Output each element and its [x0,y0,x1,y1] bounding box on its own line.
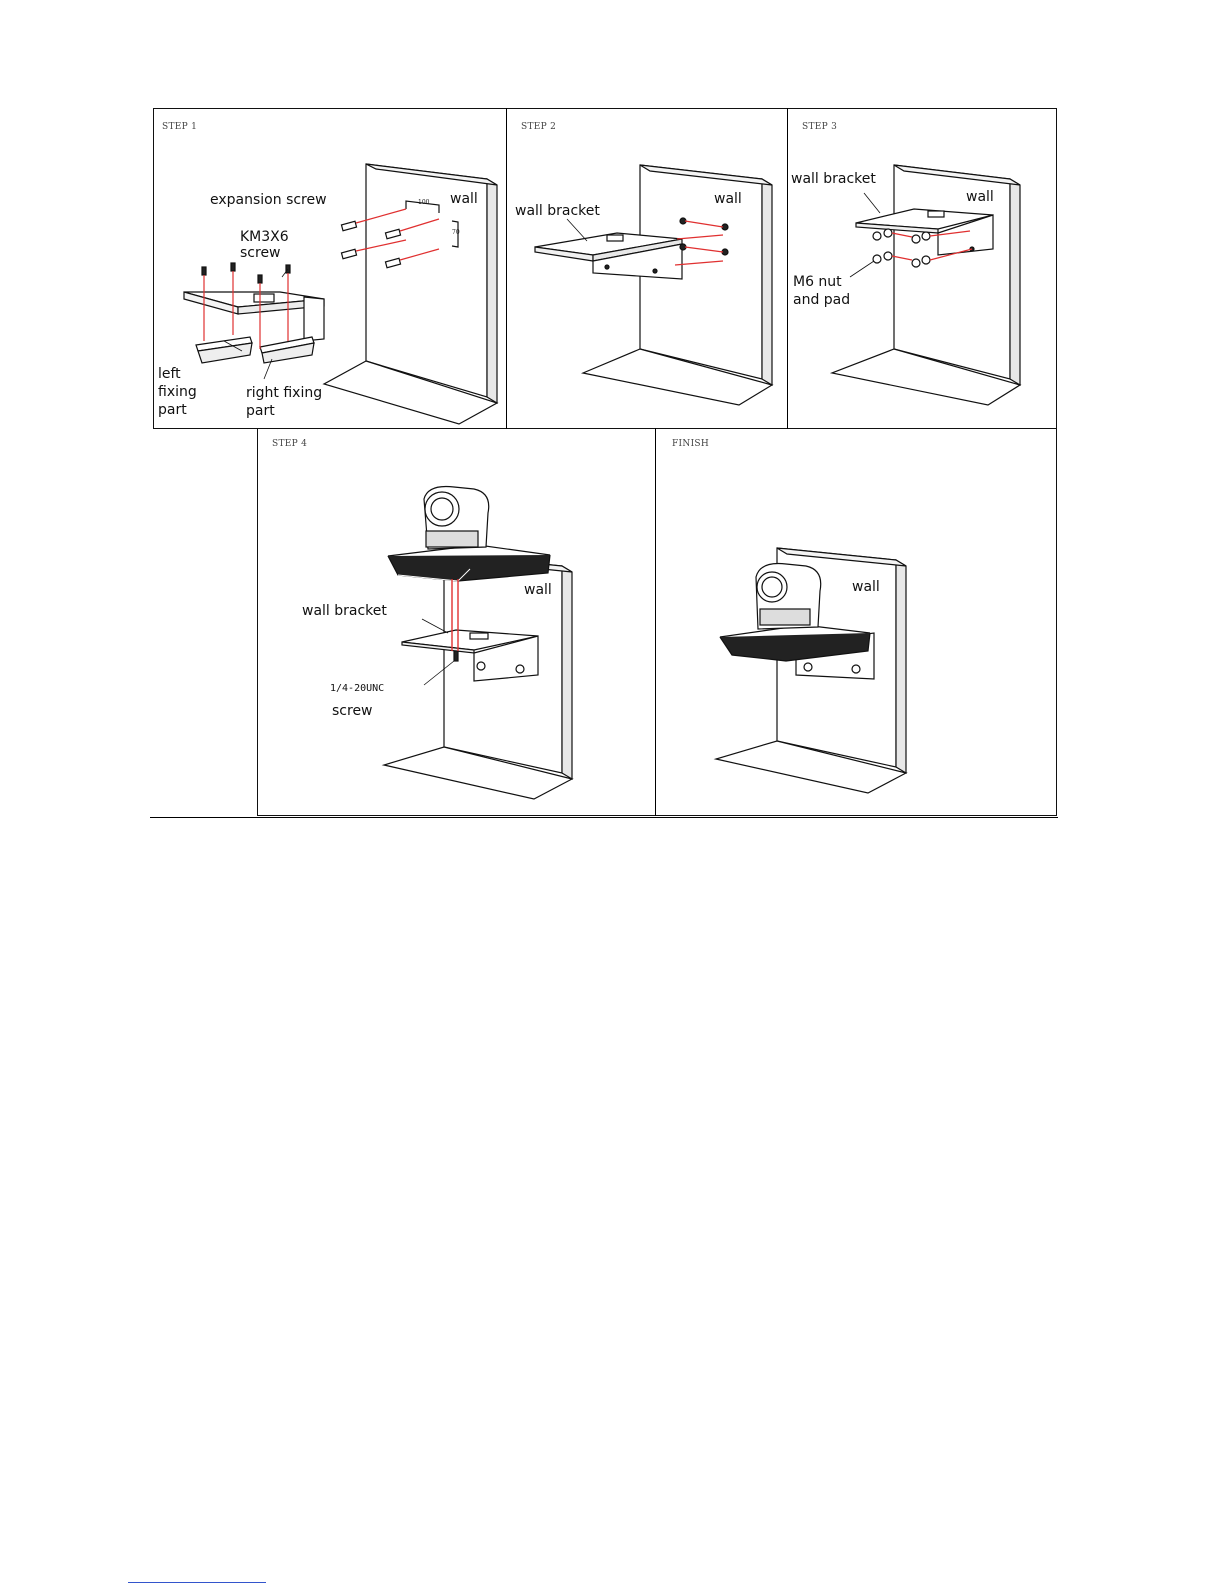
step1-label-wall: wall [450,191,478,208]
step1-dim-vertical: 70 [452,229,460,236]
step3-drawing [788,109,1056,428]
step1-title: STEP 1 [162,122,197,132]
step1-label-km3x6-screw: screw [240,245,281,262]
step4-panel: STEP 4 wall bracket wall 1/4-20UNC screw [258,429,655,815]
step1-label-left-part-1: left [158,366,181,383]
step3-label-nut-2: and pad [793,292,850,309]
step2-drawing [507,109,787,428]
finish-label-wall: wall [852,579,880,596]
step1-panel: STEP 1 expansion screw wall KM3X6 screw … [154,109,506,428]
step2-title: STEP 2 [521,122,556,132]
step3-label-nut-1: M6 nut [793,274,842,291]
finish-title: FINISH [672,439,709,449]
step3-label-wall-bracket: wall bracket [791,171,876,188]
step1-label-left-part-3: part [158,402,187,419]
step3-title: STEP 3 [802,122,837,132]
step4-label-screw: screw [332,703,373,720]
finish-drawing [656,429,1056,815]
step1-dim-horizontal: 100 [418,199,429,206]
step2-panel: STEP 2 wall bracket wall [507,109,787,428]
step4-title: STEP 4 [272,439,307,449]
finish-panel: FINISH wall [656,429,1056,815]
step4-label-screw-spec: 1/4-20UNC [330,683,384,694]
step3-panel: STEP 3 wall bracket wall M6 nut and pad [788,109,1056,428]
step1-label-km3x6: KM3X6 [240,229,289,246]
step1-label-right-part-1: right fixing [246,385,322,402]
step1-label-expansion-screw: expansion screw [210,192,327,209]
footer-link-underline[interactable] [128,1582,266,1583]
step4-label-wall: wall [524,582,552,599]
step3-label-wall: wall [966,189,994,206]
bottom-rule [150,817,1058,818]
step1-label-right-part-2: part [246,403,275,420]
step2-label-wall-bracket: wall bracket [515,203,600,220]
step4-drawing [258,429,655,815]
step1-drawing [154,109,506,428]
step1-label-left-part-2: fixing [158,384,197,401]
step2-label-wall: wall [714,191,742,208]
step4-label-wall-bracket: wall bracket [302,603,387,620]
